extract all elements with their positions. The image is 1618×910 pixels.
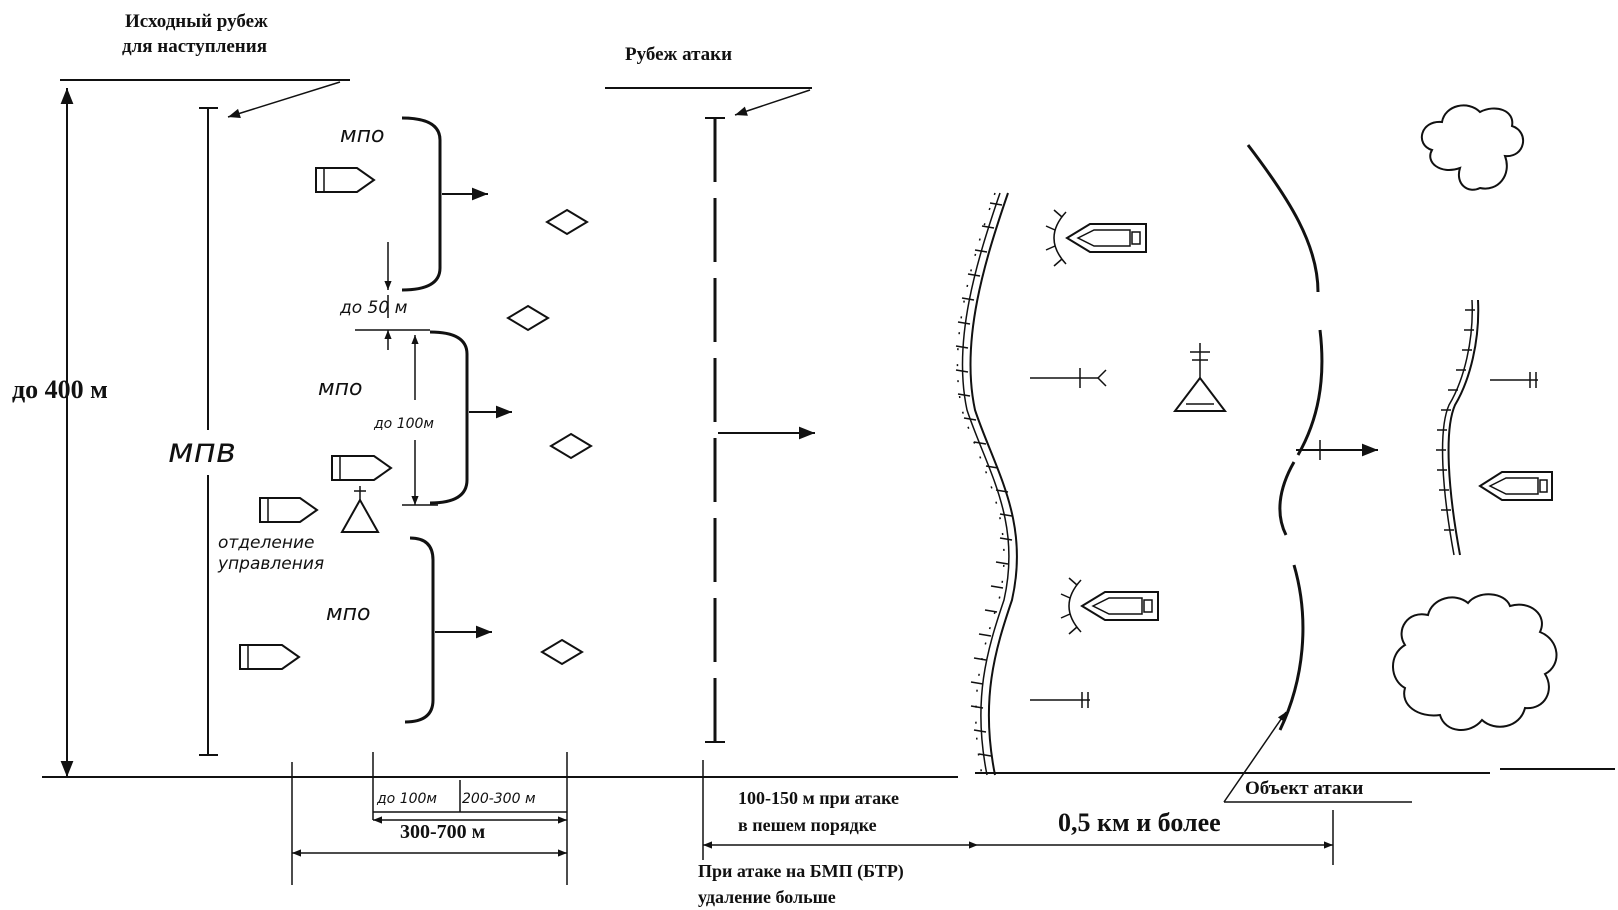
- vehicle-diamond: [506, 304, 550, 332]
- initial-line-label-2: для наступления: [122, 36, 267, 57]
- attack-line-label: Рубеж атаки: [625, 44, 732, 65]
- command-post-icon: [340, 486, 380, 533]
- bottom-dimensions: [291, 752, 1334, 885]
- bracket-bottom: [404, 536, 435, 724]
- enemy-bmp-icon: [1060, 577, 1159, 635]
- bmp-icon: [315, 167, 376, 193]
- enemy-weapon-icon: [1030, 368, 1107, 388]
- height-400-label: до 400 м: [12, 375, 108, 404]
- dist-300-700-label: 300-700 м: [400, 821, 485, 843]
- dist-100-label: до 100м: [376, 791, 437, 807]
- initial-line-label-1: Исходный рубеж: [125, 11, 268, 32]
- bmp-icon: [259, 497, 319, 523]
- enemy-bmp-icon: [1478, 471, 1553, 501]
- enemy-rear-trench: [1436, 299, 1480, 556]
- tree-icon-small: [1420, 104, 1525, 191]
- vehicle-diamond: [549, 432, 593, 460]
- attack-line-vertical: [705, 117, 725, 743]
- mpo-mid-label: мпо: [318, 376, 362, 401]
- vehicle-diamond: [540, 638, 584, 666]
- dist-100-150-label-1: 100-150 м при атаке: [738, 788, 899, 808]
- bracket-mid: [429, 330, 469, 505]
- initial-line-pointer: [227, 81, 341, 119]
- enemy-command-post-icon: [1172, 343, 1228, 412]
- height-100-dimension: [402, 335, 438, 506]
- mpo-top-label: мпо: [340, 123, 384, 148]
- mpo-bot-label: мпо: [326, 601, 370, 626]
- tree-icon-large: [1392, 593, 1558, 731]
- dist-05km-label: 0,5 км и более: [1058, 808, 1221, 837]
- dist-200-300-label: 200-300 м: [462, 791, 536, 807]
- bmp-note-label-1: При атаке на БМП (БТР): [698, 861, 904, 882]
- command-section-label-2: управления: [217, 554, 324, 574]
- mpv-label: мпв: [168, 431, 236, 471]
- enemy-weapon-icon: [1490, 372, 1538, 388]
- gap-50-label: до 50 м: [339, 298, 408, 318]
- attack-object-pointer: [1223, 711, 1287, 803]
- enemy-trench-main: [956, 192, 1018, 776]
- vehicle-diamond: [545, 208, 589, 236]
- enemy-second-line: [1246, 144, 1324, 731]
- bmp-icon: [239, 644, 301, 670]
- attack-line-pointer: [734, 89, 811, 116]
- dist-100-150-label-2: в пешем порядке: [738, 815, 877, 835]
- enemy-weapon-icon: [1030, 692, 1090, 708]
- bmp-icon: [331, 455, 393, 481]
- height-100-label: до 100м: [373, 416, 434, 432]
- trench-hatching: [955, 202, 1013, 757]
- command-section-label-1: отделение: [218, 533, 314, 553]
- bracket-top: [401, 116, 442, 292]
- initial-line-vertical: [199, 107, 218, 756]
- enemy-bmp-icon: [1045, 209, 1147, 267]
- gap-50-dimension: [355, 242, 430, 350]
- attack-object-label: Объект атаки: [1245, 778, 1363, 799]
- bmp-note-label-2: удаление больше: [698, 887, 836, 907]
